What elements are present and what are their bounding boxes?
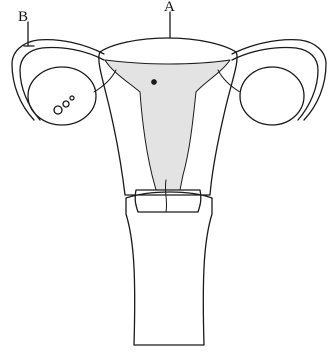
ovum <box>152 80 156 84</box>
right-ovary <box>240 67 304 125</box>
follicle <box>63 101 69 107</box>
left-ovary <box>28 67 96 125</box>
vagina-outline <box>126 192 212 345</box>
label-b: B <box>18 10 28 25</box>
label-a: A <box>164 0 175 15</box>
uterine-cavity <box>105 60 230 190</box>
right-fallopian-tube-lower <box>232 48 318 121</box>
follicle <box>70 96 74 100</box>
right-ovarian-ligament <box>218 70 240 92</box>
follicle <box>54 106 62 114</box>
